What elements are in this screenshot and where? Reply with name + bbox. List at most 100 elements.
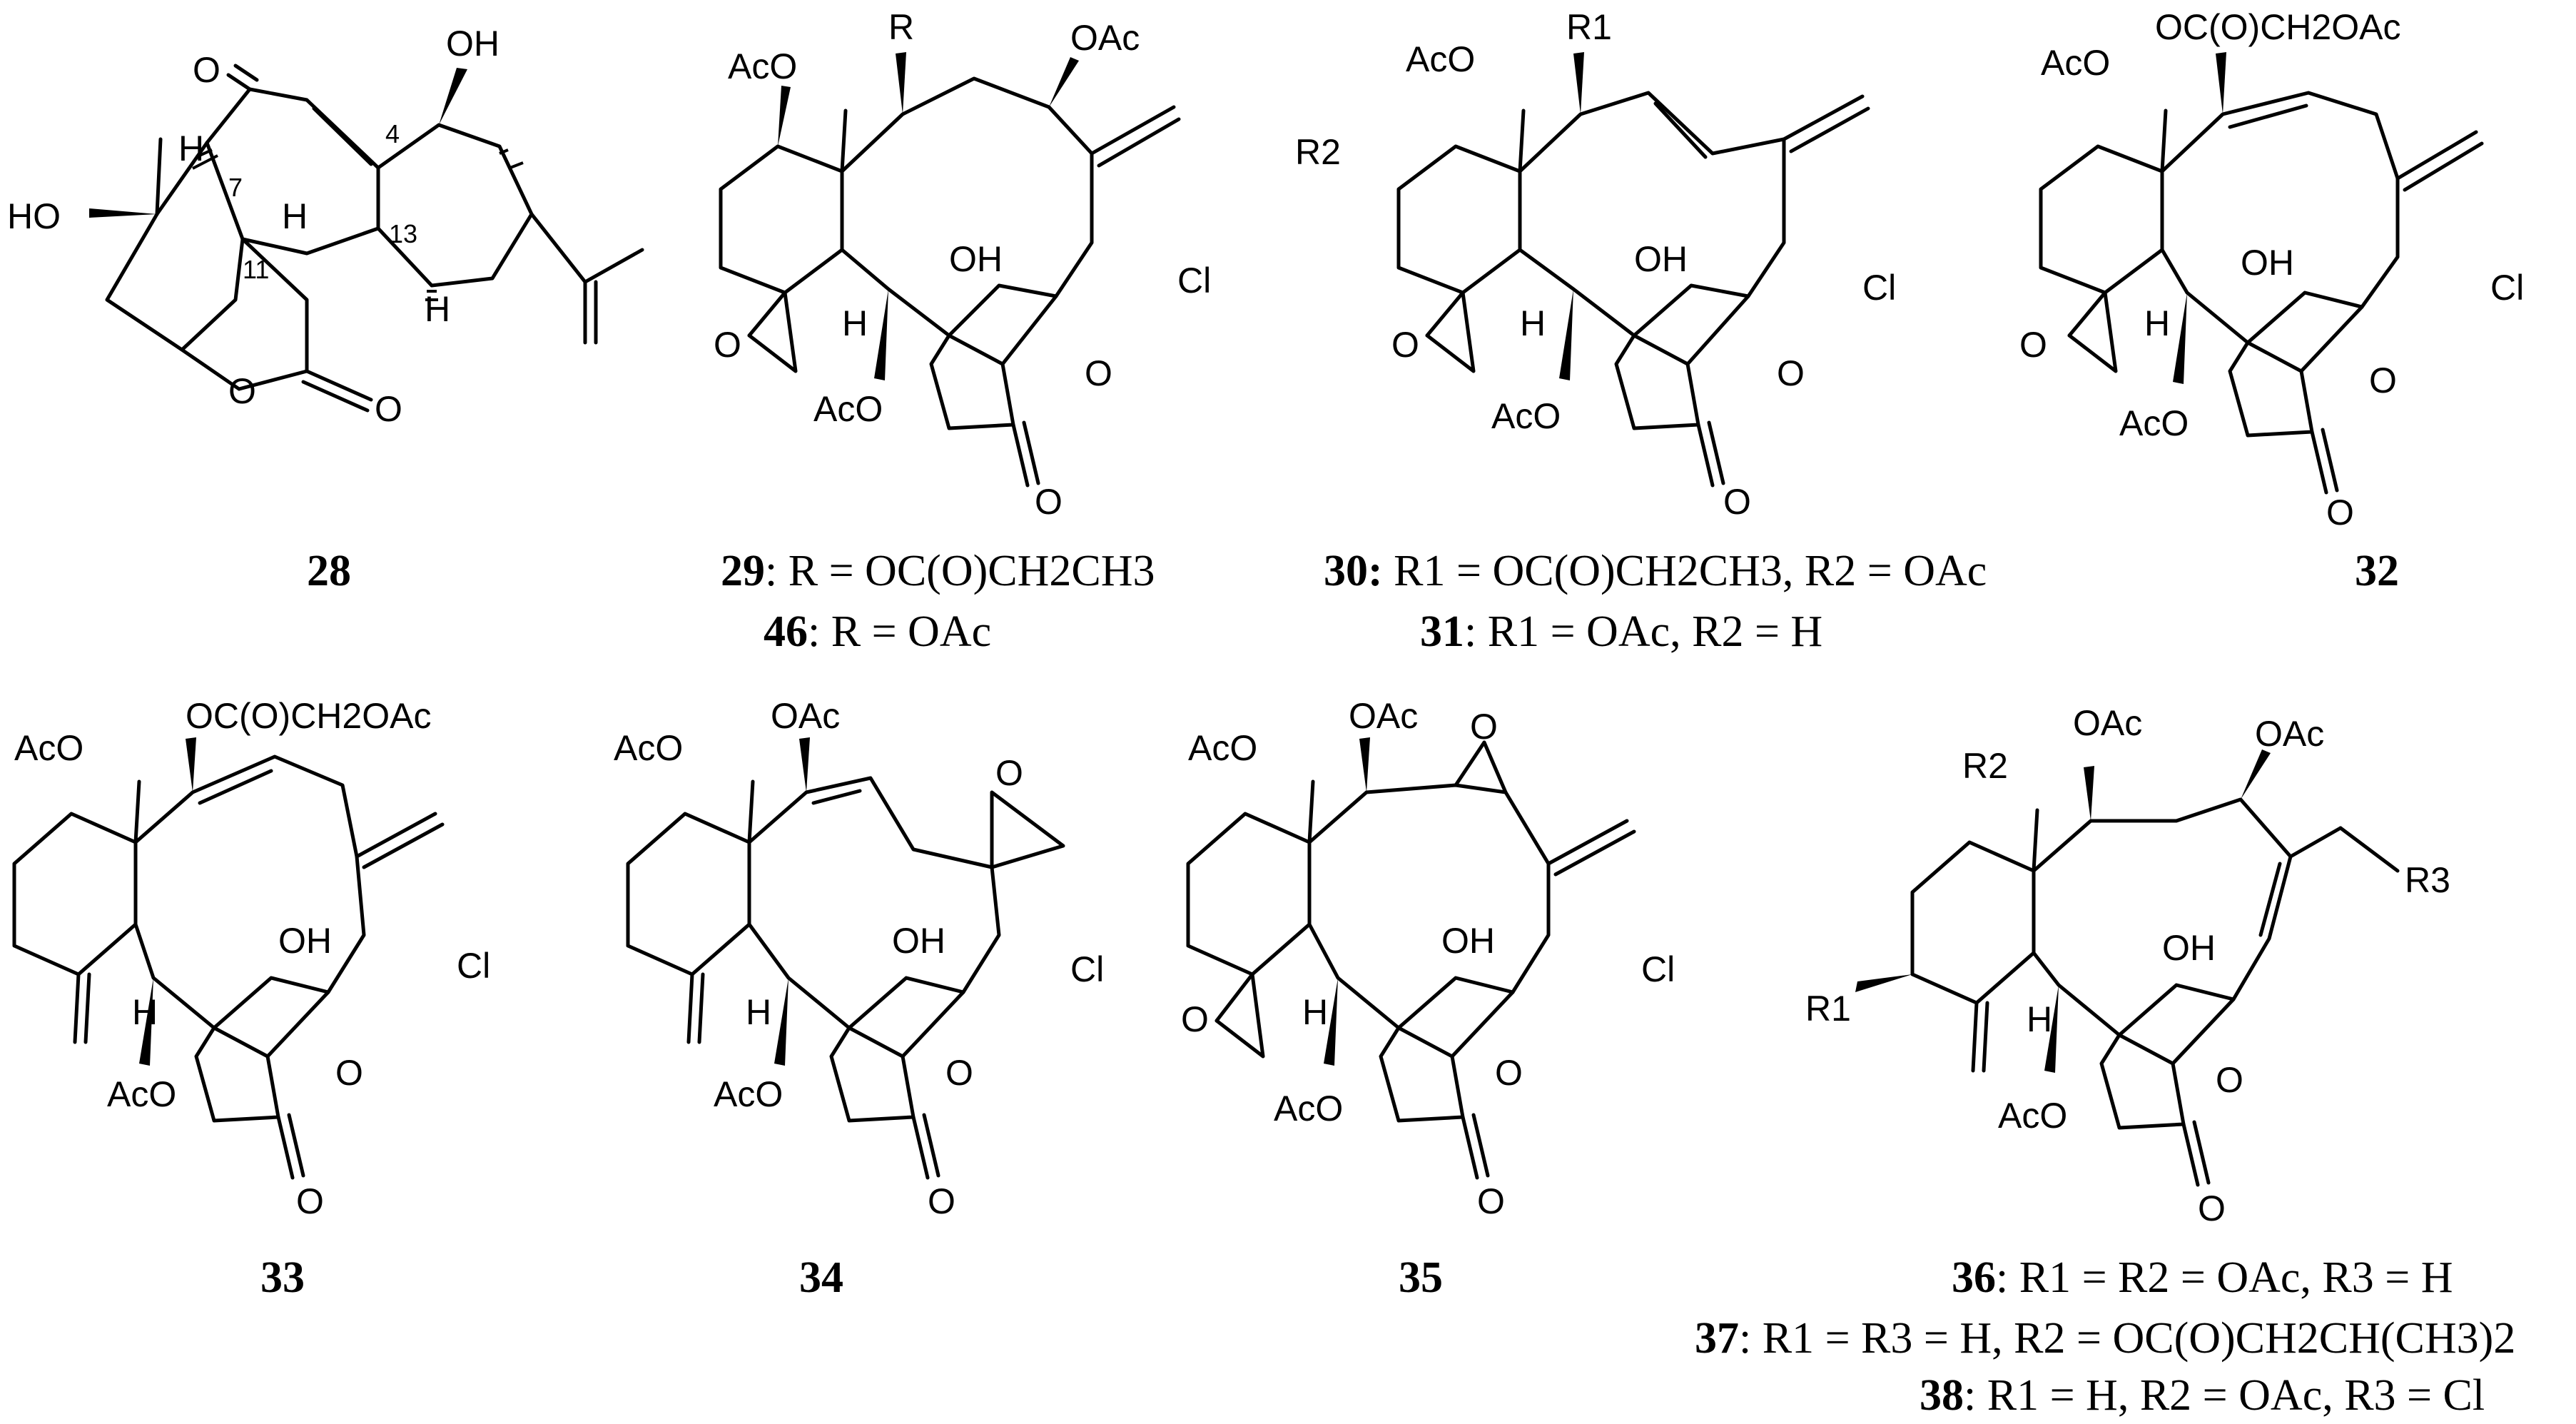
svg-text:Cl: Cl (1070, 949, 1104, 989)
svg-text:R2: R2 (1295, 132, 1341, 172)
svg-text:AcO: AcO (2041, 43, 2110, 83)
svg-text:H: H (2027, 999, 2052, 1039)
svg-text:AcO: AcO (1274, 1089, 1343, 1128)
svg-text:O: O (1035, 482, 1063, 522)
svg-text:H: H (1302, 992, 1328, 1032)
compound-number-34: 34 (799, 1253, 843, 1302)
structure-28 (105, 64, 644, 413)
svg-text:O: O (1085, 353, 1112, 393)
structure-34 (626, 776, 1065, 1180)
svg-text:AcO: AcO (728, 46, 797, 86)
compound-caption-29: 29: R = OC(O)CH2CH3 (721, 547, 1155, 595)
svg-text:O: O (2216, 1060, 2243, 1100)
structure-33 (12, 754, 445, 1180)
svg-text:O: O (1777, 353, 1805, 393)
svg-text:4: 4 (385, 119, 400, 148)
svg-text:11: 11 (243, 255, 269, 284)
svg-text:H: H (178, 128, 204, 168)
compound-number-28: 28 (307, 547, 351, 595)
atom-labels-30: R1 AcO R2 OH Cl O H AcO O O (1295, 7, 1896, 522)
atom-labels-29: R AcO OAc OH Cl O H AcO O O (714, 7, 1211, 522)
svg-text:O: O (2198, 1188, 2226, 1228)
svg-text:R2: R2 (1962, 746, 2008, 786)
svg-text:OH: OH (2162, 928, 2216, 968)
svg-text:AcO: AcO (714, 1074, 783, 1114)
structure-29 (719, 76, 1181, 488)
svg-text:OH: OH (1441, 921, 1495, 961)
compound-caption-38: 38: R1 = H, R2 = OAc, R3 = Cl (1920, 1371, 2485, 1420)
atom-labels-34: OAc AcO O OH Cl H AcO O O (614, 696, 1104, 1221)
svg-text:R1: R1 (1805, 989, 1851, 1029)
svg-text:Cl: Cl (2490, 268, 2524, 308)
compound-number-33: 33 (260, 1253, 305, 1302)
svg-text:O: O (1470, 707, 1498, 747)
svg-text:O: O (1723, 482, 1751, 522)
compound-caption-36: 36: R1 = R2 = OAc, R3 = H (1952, 1253, 2453, 1302)
structure-32 (2039, 91, 2484, 495)
atom-labels-32: OC(O)CH2OAc AcO OH Cl O H AcO O O (2019, 7, 2524, 532)
compound-number-32: 32 (2355, 547, 2399, 595)
svg-text:R3: R3 (2405, 860, 2450, 900)
svg-text:OH: OH (1634, 239, 1688, 279)
svg-text:AcO: AcO (614, 728, 683, 768)
stereo-bonds-34 (774, 737, 810, 1066)
svg-text:OAc: OAc (2255, 714, 2324, 754)
svg-text:Cl: Cl (1177, 261, 1211, 301)
svg-text:HO: HO (7, 196, 61, 236)
svg-text:H: H (132, 992, 158, 1032)
svg-text:OAc: OAc (771, 696, 840, 736)
svg-text:AcO: AcO (813, 389, 883, 429)
svg-text:OAc: OAc (1070, 18, 1140, 58)
svg-text:O: O (375, 389, 402, 429)
svg-text:OH: OH (2241, 243, 2294, 283)
svg-text:OH: OH (446, 24, 500, 64)
svg-text:AcO: AcO (2119, 403, 2189, 443)
svg-text:OC(O)CH2OAc: OC(O)CH2OAc (2155, 7, 2400, 47)
svg-text:O: O (2019, 325, 2047, 365)
stereo-bonds-29 (778, 52, 1079, 380)
svg-text:O: O (1495, 1053, 1523, 1093)
svg-text:Cl: Cl (1641, 949, 1675, 989)
compound-number-35: 35 (1399, 1253, 1443, 1302)
svg-text:AcO: AcO (107, 1074, 176, 1114)
svg-text:OAc: OAc (2073, 703, 2142, 743)
svg-text:O: O (1477, 1181, 1505, 1221)
svg-text:H: H (842, 303, 868, 343)
svg-text:H: H (282, 196, 308, 236)
structure-30 (1396, 91, 1870, 488)
svg-text:O: O (228, 371, 256, 411)
svg-text:AcO: AcO (1406, 39, 1475, 79)
hash-bonds-28 (192, 148, 524, 301)
atom-labels-28: O OH HO H H H O O (7, 24, 500, 429)
wedge-bonds-28 (89, 68, 467, 218)
atom-labels-33: OC(O)CH2OAc AcO OH Cl H AcO O O (14, 696, 490, 1221)
svg-text:H: H (746, 992, 771, 1032)
svg-text:R1: R1 (1566, 7, 1612, 47)
stereo-bonds-33 (139, 737, 196, 1066)
svg-text:7: 7 (228, 173, 243, 202)
svg-text:OH: OH (892, 921, 945, 961)
svg-text:O: O (2326, 493, 2354, 532)
atom-labels-36: R2 OAc OAc R3 R1 OH H AcO O O (1805, 703, 2450, 1228)
svg-text:OH: OH (949, 239, 1003, 279)
stereo-bonds-32 (2173, 52, 2226, 384)
svg-text:AcO: AcO (14, 728, 83, 768)
compound-caption-30: 30: R1 = OC(O)CH2CH3, R2 = OAc (1324, 547, 1987, 595)
stereo-bonds-30 (1559, 52, 1584, 380)
structure-36 (1910, 797, 2400, 1187)
svg-text:OC(O)CH2OAc: OC(O)CH2OAc (186, 696, 431, 736)
svg-text:O: O (335, 1053, 363, 1093)
svg-text:O: O (995, 753, 1023, 793)
svg-text:O: O (193, 50, 220, 90)
svg-text:OH: OH (278, 921, 332, 961)
svg-text:O: O (714, 325, 741, 365)
svg-text:R: R (888, 7, 914, 47)
svg-text:O: O (945, 1053, 973, 1093)
svg-text:O: O (928, 1181, 955, 1221)
svg-text:Cl: Cl (1862, 268, 1896, 308)
svg-text:13: 13 (389, 219, 417, 248)
compound-caption-37: 37: R1 = R3 = H, R2 = OC(O)CH2CH(CH3)2 (1695, 1314, 2515, 1363)
svg-text:OAc: OAc (1349, 696, 1418, 736)
svg-text:O: O (2369, 360, 2397, 400)
